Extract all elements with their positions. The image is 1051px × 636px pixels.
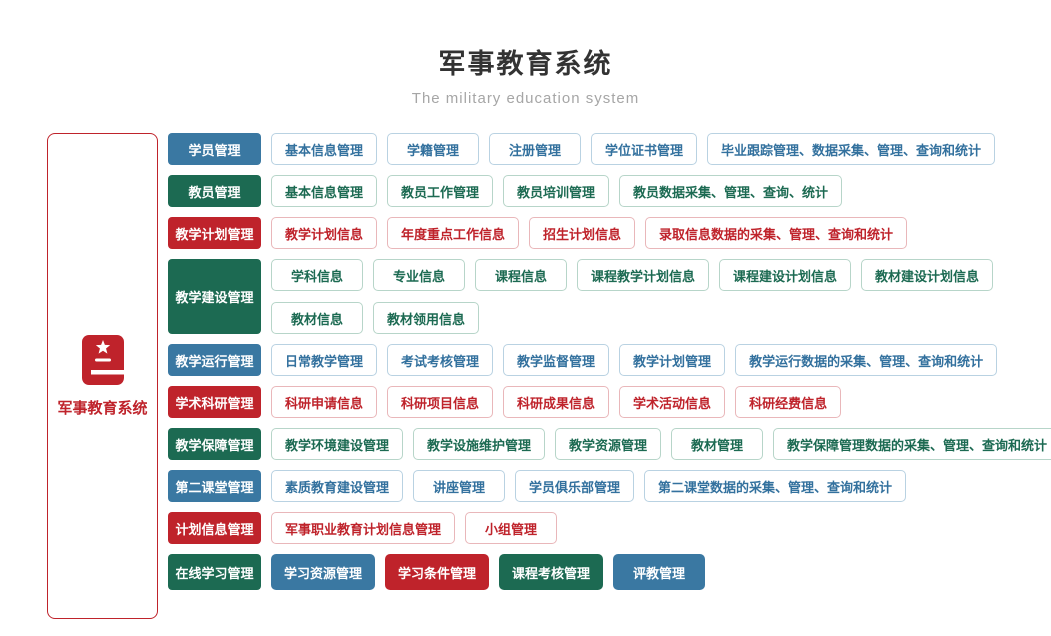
node-button[interactable]: 评教管理 <box>613 554 706 590</box>
node-button[interactable]: 教材管理 <box>671 428 764 460</box>
node-button[interactable]: 教材建设计划信息 <box>861 259 994 291</box>
node-button[interactable]: 教员工作管理 <box>387 175 494 207</box>
node-button[interactable]: 教学运行数据的采集、管理、查询和统计 <box>735 344 998 376</box>
node-button[interactable]: 第二课堂数据的采集、管理、查询和统计 <box>644 470 907 502</box>
node-button[interactable]: 日常教学管理 <box>271 344 378 376</box>
node-button[interactable]: 学位证书管理 <box>591 133 698 165</box>
row-line: 军事职业教育计划信息管理小组管理 <box>271 512 558 544</box>
node-button[interactable]: 学习资源管理 <box>271 554 376 590</box>
row-line: 学习资源管理学习条件管理课程考核管理评教管理 <box>271 554 706 590</box>
row-line: 教材信息教材领用信息 <box>271 302 993 334</box>
node-button[interactable]: 教学计划信息 <box>271 217 378 249</box>
node-button[interactable]: 学术活动信息 <box>619 386 726 418</box>
row-line: 素质教育建设管理讲座管理学员俱乐部管理第二课堂数据的采集、管理、查询和统计 <box>271 470 907 502</box>
category-button[interactable]: 学术科研管理 <box>168 386 261 418</box>
node-button[interactable]: 年度重点工作信息 <box>387 217 520 249</box>
module-row: 学术科研管理科研申请信息科研项目信息科研成果信息学术活动信息科研经费信息 <box>168 386 1051 418</box>
row-line: 教学计划信息年度重点工作信息招生计划信息录取信息数据的采集、管理、查询和统计 <box>271 217 908 249</box>
node-button[interactable]: 科研项目信息 <box>387 386 494 418</box>
node-button[interactable]: 教员数据采集、管理、查询、统计 <box>619 175 843 207</box>
node-button[interactable]: 课程建设计划信息 <box>719 259 852 291</box>
category-button[interactable]: 教学建设管理 <box>168 259 261 334</box>
page-title: 军事教育系统 <box>438 49 613 79</box>
node-button[interactable]: 基本信息管理 <box>271 133 378 165</box>
row-items: 素质教育建设管理讲座管理学员俱乐部管理第二课堂数据的采集、管理、查询和统计 <box>271 470 907 502</box>
node-button[interactable]: 科研成果信息 <box>503 386 610 418</box>
module-row: 计划信息管理军事职业教育计划信息管理小组管理 <box>168 512 1051 544</box>
category-button[interactable]: 教学计划管理 <box>168 217 261 249</box>
page-subtitle: The military education system <box>411 90 640 107</box>
module-row: 第二课堂管理素质教育建设管理讲座管理学员俱乐部管理第二课堂数据的采集、管理、查询… <box>168 470 1051 502</box>
node-button[interactable]: 教学资源管理 <box>555 428 662 460</box>
node-button[interactable]: 教学保障管理数据的采集、管理、查询和统计 <box>773 428 1051 460</box>
row-items: 基本信息管理教员工作管理教员培训管理教员数据采集、管理、查询、统计 <box>271 175 843 207</box>
node-button[interactable]: 学科信息 <box>271 259 363 291</box>
node-button[interactable]: 课程考核管理 <box>499 554 604 590</box>
category-button[interactable]: 第二课堂管理 <box>168 470 261 502</box>
node-button[interactable]: 专业信息 <box>373 259 465 291</box>
node-button[interactable]: 科研申请信息 <box>271 386 378 418</box>
node-button[interactable]: 教学环境建设管理 <box>271 428 404 460</box>
node-button[interactable]: 招生计划信息 <box>529 217 636 249</box>
row-items: 学科信息专业信息课程信息课程教学计划信息课程建设计划信息教材建设计划信息教材信息… <box>271 259 994 334</box>
node-button[interactable]: 军事职业教育计划信息管理 <box>271 512 456 544</box>
page-header: 军事教育系统 The military education system <box>0 0 1051 107</box>
node-button[interactable]: 教学设施维护管理 <box>413 428 546 460</box>
node-button[interactable]: 毕业跟踪管理、数据采集、管理、查询和统计 <box>707 133 996 165</box>
category-button[interactable]: 在线学习管理 <box>168 554 261 590</box>
node-button[interactable]: 学员俱乐部管理 <box>515 470 635 502</box>
row-line: 学科信息专业信息课程信息课程教学计划信息课程建设计划信息教材建设计划信息 <box>271 259 994 291</box>
module-row: 教学保障管理教学环境建设管理教学设施维护管理教学资源管理教材管理教学保障管理数据… <box>168 428 1051 460</box>
row-items: 学习资源管理学习条件管理课程考核管理评教管理 <box>271 554 706 590</box>
node-button[interactable]: 教学计划管理 <box>619 344 726 376</box>
row-items: 科研申请信息科研项目信息科研成果信息学术活动信息科研经费信息 <box>271 386 842 418</box>
node-button[interactable]: 学籍管理 <box>387 133 480 165</box>
node-button[interactable]: 课程教学计划信息 <box>577 259 710 291</box>
root-node[interactable]: 军事教育系统 <box>47 133 158 619</box>
category-button[interactable]: 教学保障管理 <box>168 428 261 460</box>
root-label: 军事教育系统 <box>57 399 148 417</box>
module-row: 在线学习管理学习资源管理学习条件管理课程考核管理评教管理 <box>168 554 1051 590</box>
row-line: 基本信息管理教员工作管理教员培训管理教员数据采集、管理、查询、统计 <box>271 175 843 207</box>
row-items: 教学环境建设管理教学设施维护管理教学资源管理教材管理教学保障管理数据的采集、管理… <box>271 428 1051 460</box>
category-button[interactable]: 教学运行管理 <box>168 344 261 376</box>
row-line: 日常教学管理考试考核管理教学监督管理教学计划管理教学运行数据的采集、管理、查询和… <box>271 344 998 376</box>
node-button[interactable]: 讲座管理 <box>413 470 506 502</box>
row-line: 科研申请信息科研项目信息科研成果信息学术活动信息科研经费信息 <box>271 386 842 418</box>
module-row: 教学建设管理学科信息专业信息课程信息课程教学计划信息课程建设计划信息教材建设计划… <box>168 259 1051 334</box>
node-button[interactable]: 科研经费信息 <box>735 386 842 418</box>
node-button[interactable]: 课程信息 <box>475 259 567 291</box>
node-button[interactable]: 考试考核管理 <box>387 344 494 376</box>
node-button[interactable]: 小组管理 <box>465 512 558 544</box>
node-button[interactable]: 基本信息管理 <box>271 175 378 207</box>
book-star-icon <box>81 334 124 385</box>
row-line: 基本信息管理学籍管理注册管理学位证书管理毕业跟踪管理、数据采集、管理、查询和统计 <box>271 133 996 165</box>
node-button[interactable]: 教员培训管理 <box>503 175 610 207</box>
module-row: 教员管理基本信息管理教员工作管理教员培训管理教员数据采集、管理、查询、统计 <box>168 175 1051 207</box>
diagram: 军事教育系统 学员管理基本信息管理学籍管理注册管理学位证书管理毕业跟踪管理、数据… <box>0 107 1051 619</box>
module-row: 学员管理基本信息管理学籍管理注册管理学位证书管理毕业跟踪管理、数据采集、管理、查… <box>168 133 1051 165</box>
row-items: 教学计划信息年度重点工作信息招生计划信息录取信息数据的采集、管理、查询和统计 <box>271 217 908 249</box>
module-rows: 学员管理基本信息管理学籍管理注册管理学位证书管理毕业跟踪管理、数据采集、管理、查… <box>168 133 1051 600</box>
node-button[interactable]: 学习条件管理 <box>385 554 490 590</box>
category-button[interactable]: 学员管理 <box>168 133 261 165</box>
node-button[interactable]: 教学监督管理 <box>503 344 610 376</box>
category-button[interactable]: 教员管理 <box>168 175 261 207</box>
row-line: 教学环境建设管理教学设施维护管理教学资源管理教材管理教学保障管理数据的采集、管理… <box>271 428 1051 460</box>
node-button[interactable]: 录取信息数据的采集、管理、查询和统计 <box>645 217 908 249</box>
row-items: 日常教学管理考试考核管理教学监督管理教学计划管理教学运行数据的采集、管理、查询和… <box>271 344 998 376</box>
module-row: 教学计划管理教学计划信息年度重点工作信息招生计划信息录取信息数据的采集、管理、查… <box>168 217 1051 249</box>
category-button[interactable]: 计划信息管理 <box>168 512 261 544</box>
node-button[interactable]: 教材信息 <box>271 302 363 334</box>
node-button[interactable]: 注册管理 <box>489 133 582 165</box>
module-row: 教学运行管理日常教学管理考试考核管理教学监督管理教学计划管理教学运行数据的采集、… <box>168 344 1051 376</box>
row-items: 基本信息管理学籍管理注册管理学位证书管理毕业跟踪管理、数据采集、管理、查询和统计 <box>271 133 996 165</box>
node-button[interactable]: 素质教育建设管理 <box>271 470 404 502</box>
node-button[interactable]: 教材领用信息 <box>373 302 480 334</box>
row-items: 军事职业教育计划信息管理小组管理 <box>271 512 558 544</box>
